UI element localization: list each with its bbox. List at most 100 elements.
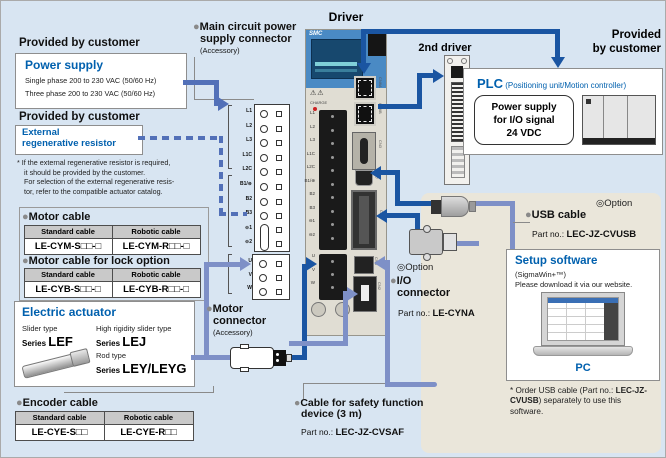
setup-software-box: Setup software (SigmaWin+™) Please downl…	[506, 249, 660, 381]
regen-title-line1: External	[22, 127, 60, 138]
plc-name: PLC	[477, 76, 503, 91]
usb-plug-image	[431, 194, 479, 220]
part-number: LE-CYNA	[432, 308, 475, 319]
leader-line	[213, 386, 214, 393]
usb-tip	[431, 200, 441, 214]
table-header-cell: Standard cable	[23, 267, 113, 282]
arrow-into-cn7	[370, 166, 381, 180]
pin-dot	[331, 260, 334, 263]
motor-conn-line1: Motor	[212, 303, 244, 315]
usb-part-no: Part no.: LEC-JZ-CVUSB	[532, 224, 636, 242]
usb-cable-title: USB cable	[531, 209, 587, 221]
pin-label: ⊖2	[245, 239, 252, 246]
power-supply-title: Power supply	[25, 58, 104, 72]
pin-label: L1	[246, 108, 252, 114]
main-conn-line1: Main circuit power	[199, 21, 297, 33]
io-option-label: ◎Option	[397, 262, 434, 273]
motor-connector-plug	[273, 350, 286, 366]
pin-circle	[259, 287, 267, 296]
provided-by-customer-1: Provided by customer	[19, 37, 140, 49]
wire-io-stub	[453, 241, 479, 246]
cn6a-port	[354, 76, 376, 100]
wire-usb-h1	[378, 170, 400, 175]
io-part-no: Part no.: LE-CYNA	[398, 303, 475, 321]
screw-icon	[423, 253, 431, 261]
pin-label: V	[248, 271, 252, 278]
series-word: Series	[96, 366, 123, 375]
pin-circle	[260, 197, 268, 206]
usb-neck	[469, 201, 476, 212]
wire-power-h	[183, 80, 219, 85]
part-number: LEC-JZ-CVSAF	[335, 427, 405, 438]
pin-dot	[331, 128, 334, 132]
plc-box: PLC (Positioning unit/Motion controller)…	[463, 68, 663, 155]
mounting-screw	[311, 302, 326, 317]
bullet-icon: ●	[390, 275, 397, 287]
table-header-cell: Robotic cable	[111, 267, 201, 282]
pin-label: L2C	[242, 166, 252, 173]
pc-image	[533, 292, 633, 360]
part-prefix: Part no.:	[301, 427, 336, 437]
wire-usb-to-setup-v	[510, 201, 515, 252]
pin-dot	[331, 286, 334, 289]
pin-dot	[331, 182, 334, 186]
wire-network-top	[361, 29, 560, 34]
arrow-into-uvw-pins	[240, 257, 251, 271]
pin-dot	[331, 155, 334, 159]
pin-circle	[260, 139, 268, 148]
pin-square	[276, 125, 282, 132]
wire-network-right	[555, 29, 560, 59]
pin-oval	[260, 224, 269, 251]
pin-icon	[276, 359, 279, 362]
pin-square	[276, 241, 282, 247]
sigmawin-label: (SigmaWin+™)	[515, 270, 567, 279]
plc-desc: (Positioning unit/Motion controller)	[503, 81, 627, 90]
plc-unit-image	[582, 95, 656, 145]
regen-title-line2: regenerative resistor	[22, 137, 116, 149]
main-circuit-connector-label: ●Main circuit power supply connector (Ac…	[193, 21, 297, 57]
pin-box-lower	[252, 254, 290, 300]
power-supply-line1: Single phase 200 to 230 VAC (50/60 Hz)	[25, 76, 157, 85]
series-lej: Series LEJ	[96, 333, 146, 351]
wire-actuator-to-connector	[191, 355, 237, 360]
bullet-icon: ●	[193, 21, 200, 33]
pin-square	[276, 261, 282, 267]
driver-power-connector	[319, 110, 347, 250]
leader-line	[64, 392, 214, 393]
pin-square	[276, 227, 282, 233]
setup-download-note: Please download it via our website.	[515, 280, 633, 289]
pin-square	[276, 198, 282, 205]
pin-label: W	[247, 285, 252, 291]
table-part-cell: LE-CYB-R□□-□	[111, 280, 201, 298]
leader-line	[513, 222, 530, 223]
plc-title: PLC (Positioning unit/Motion controller)	[477, 75, 626, 93]
series-model: LEJ	[122, 334, 147, 349]
bullet-icon: ●	[22, 255, 29, 267]
leader-line	[303, 383, 304, 399]
note-pre: Order USB cable (Part no.:	[515, 386, 616, 395]
bullet-icon: ●	[206, 303, 213, 315]
pin-dot	[331, 223, 334, 226]
second-driver-connector	[451, 66, 463, 78]
option-label-top: ◎Option	[596, 198, 633, 209]
io-power-supply-box: Power supply for I/O signal 24 VDC	[474, 95, 574, 145]
pin-box-upper	[254, 104, 290, 252]
pin-square	[276, 184, 282, 190]
second-driver-lower	[451, 146, 465, 178]
series-model: LEF	[48, 334, 73, 349]
screw-icon	[461, 58, 467, 64]
arrow-into-cn6a	[357, 63, 371, 74]
io-line2: connector	[397, 286, 451, 299]
regen-resistor-box: External regenerative resistor	[15, 125, 143, 155]
motor-connector-tip	[286, 354, 292, 362]
regen-note-line: For selection of the external regenerati…	[24, 177, 175, 186]
pin-square	[276, 154, 282, 161]
encoder-cable-title: ●Encoder cable	[16, 397, 98, 410]
io-connector-label: ●I/O connector	[390, 275, 451, 299]
driver-display	[311, 39, 363, 79]
provided-line2: by customer	[592, 42, 661, 55]
rod-type-label: Rod type	[96, 351, 127, 360]
plc-unit-detail	[586, 99, 591, 104]
power-supply-line2: Three phase 200 to 230 VAC (50/60 Hz)	[25, 89, 156, 98]
setup-software-title: Setup software	[515, 255, 598, 267]
